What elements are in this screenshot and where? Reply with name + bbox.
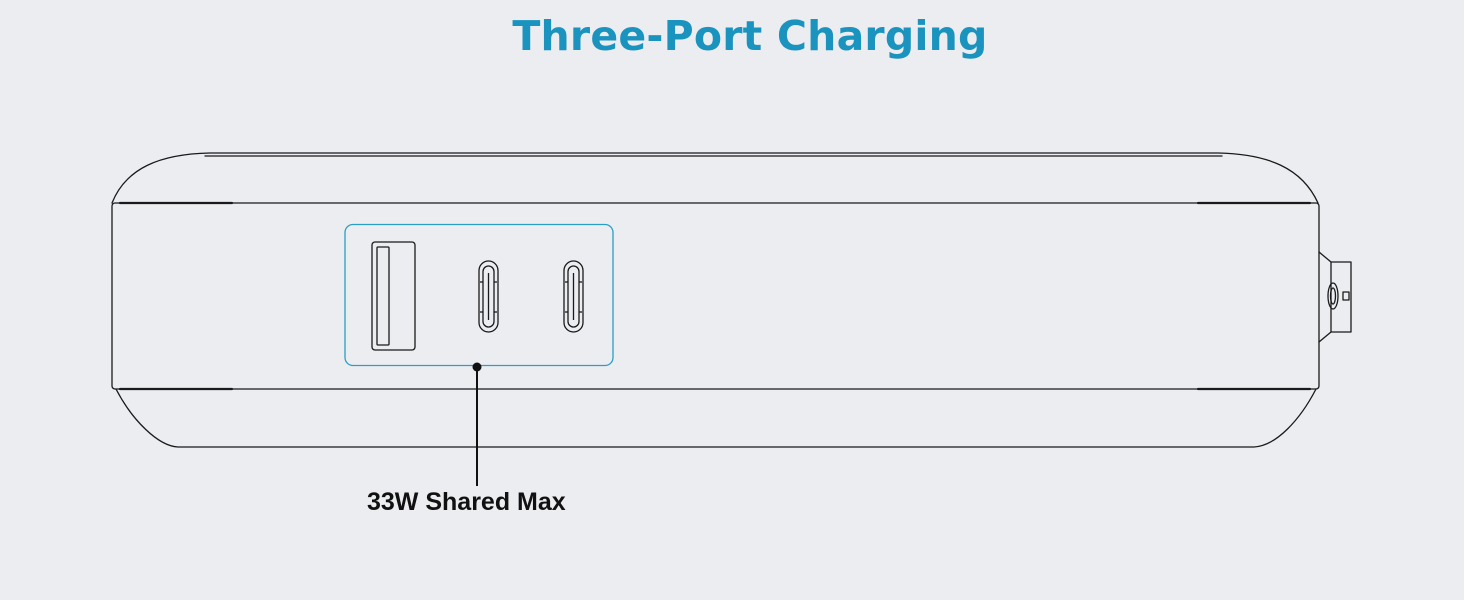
usb-c-port-icon	[563, 260, 584, 333]
callout-label: 33W Shared Max	[367, 488, 566, 516]
page-title: Three-Port Charging	[512, 12, 988, 60]
body-main-band	[111, 202, 1320, 390]
body-bottom-base	[115, 388, 1317, 448]
plug-hinge-tab	[1342, 291, 1350, 301]
usb-c-port-icon	[478, 260, 499, 333]
plug-hinge-pivot-inner	[1329, 287, 1337, 305]
body-top-cap	[111, 152, 1319, 204]
usb-a-port-icon	[371, 241, 416, 351]
plug-hinge-body	[1318, 251, 1352, 343]
plug-hinge-pivot-outer	[1327, 282, 1339, 310]
